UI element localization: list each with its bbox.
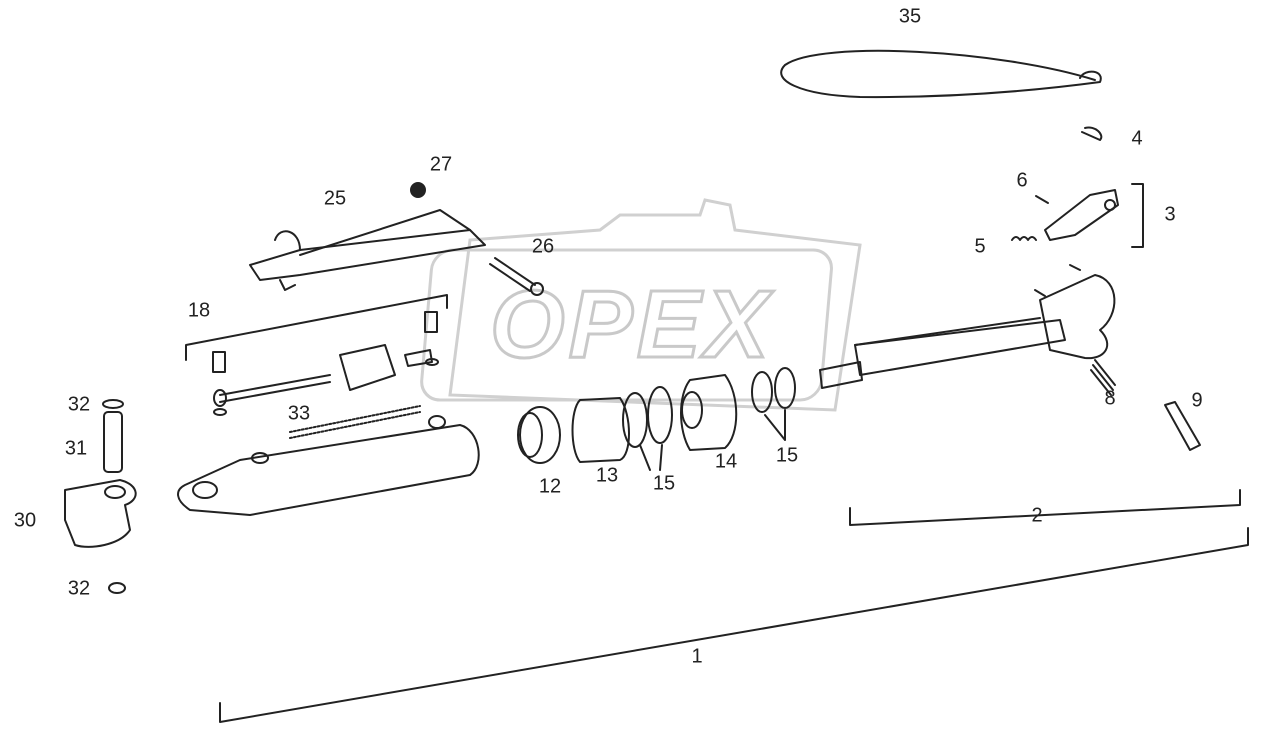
watermark-logo: OPEX: [489, 270, 773, 380]
callout-6: 6: [1016, 169, 1028, 192]
part-3-latch: [1044, 189, 1119, 241]
callout-2: 2: [1031, 504, 1043, 527]
callout-12: 12: [538, 475, 562, 498]
callout-25: 25: [323, 187, 347, 210]
bracket-2: [849, 489, 1241, 526]
callout-15: 15: [652, 472, 676, 495]
callout-26: 26: [531, 235, 555, 258]
part-valve: [339, 344, 396, 391]
callout-3: 3: [1164, 203, 1176, 226]
bracket-1: [219, 527, 1249, 723]
part-33-hose: [289, 405, 421, 439]
part-9-pin: [1164, 401, 1201, 451]
callout-8: 8: [1104, 387, 1116, 410]
part-32-ring-lower: [108, 582, 126, 594]
part-13-bushing: [571, 397, 630, 463]
part-35-cable: [780, 49, 1102, 99]
callout-13: 13: [595, 464, 619, 487]
part-25-frame: [249, 229, 486, 281]
callout-4: 4: [1131, 127, 1143, 150]
part-2-hook-arm: [854, 319, 1066, 376]
part-cylinder: [177, 424, 480, 516]
part-4-clip: [1081, 126, 1103, 141]
part-5-spring: [1011, 236, 1037, 241]
part-26-bolt: [489, 257, 536, 292]
callout-33: 33: [287, 402, 311, 425]
callout-32: 32: [67, 393, 91, 416]
callout-14: 14: [714, 450, 738, 473]
callout-30: 30: [13, 509, 37, 532]
callout-9: 9: [1191, 389, 1203, 412]
callout-18: 18: [187, 299, 211, 322]
callout-31: 31: [64, 437, 88, 460]
callout-27: 27: [429, 153, 453, 176]
callout-5: 5: [974, 235, 986, 258]
part-15-seal: [622, 392, 648, 448]
callout-15-right: 15: [775, 444, 799, 467]
part-27-nut: [410, 182, 426, 198]
part-14-head: [680, 374, 738, 451]
callout-35: 35: [898, 5, 922, 28]
bracket-3: [1131, 183, 1144, 248]
part-8-spring: [1090, 359, 1116, 396]
part-32-ring: [102, 399, 124, 409]
bracket-18: [185, 294, 448, 361]
part-31-pin: [103, 411, 123, 473]
part-12-piston: [519, 406, 561, 464]
callout-1: 1: [691, 645, 703, 668]
part-30-clevis: [64, 479, 137, 548]
callout-32-lower: 32: [67, 577, 91, 600]
